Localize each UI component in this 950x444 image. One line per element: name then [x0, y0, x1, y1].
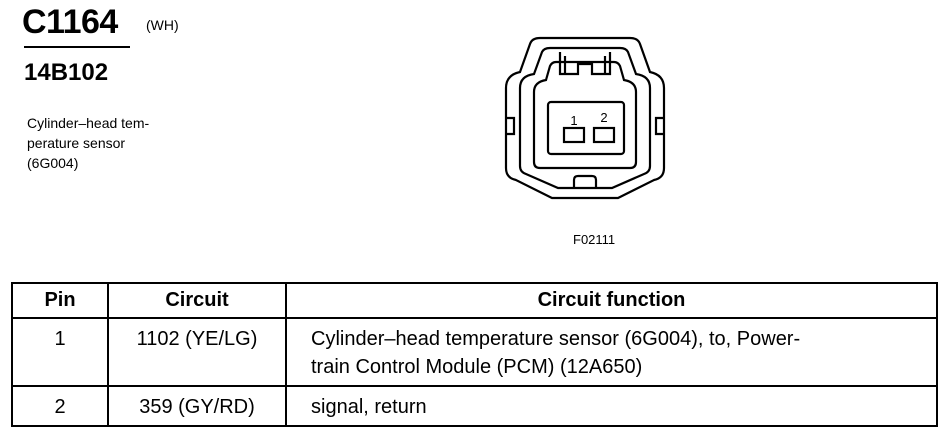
terminal-pin-2: [592, 126, 616, 144]
figure-reference: F02111: [573, 232, 616, 247]
circuit-function-line: Cylinder–head temperature sensor (6G004)…: [311, 328, 801, 350]
table-row: 2 359 (GY/RD) signal, return: [11, 385, 938, 427]
column-header-circuit-function: Circuit function: [285, 282, 938, 319]
side-rib-right: [654, 116, 664, 136]
locking-tab-top: [558, 52, 612, 76]
pin-label-2: 2: [600, 110, 607, 125]
description-line: (6G004): [27, 155, 79, 171]
column-header-pin: Pin: [11, 282, 109, 319]
connector-face-diagram: 1 2: [504, 36, 666, 200]
connector-id: C1164: [22, 3, 118, 41]
connector-outer-shell: [504, 36, 666, 200]
terminal-pin-1: [562, 126, 586, 144]
circuit-function-line: train Control Module (PCM) (12A650): [311, 356, 643, 378]
pinout-table: Pin Circuit Circuit function 1 1102 (YE/…: [11, 282, 938, 427]
circuit-function-line: signal, return: [311, 396, 427, 418]
description-line: perature sensor: [27, 135, 126, 151]
circuit-function-cell: signal, return: [285, 385, 938, 427]
column-header-circuit: Circuit: [107, 282, 287, 319]
title-rule: [24, 46, 130, 48]
connector-middle-shell: [518, 46, 652, 190]
pin-label-1: 1: [570, 113, 577, 128]
circuit-function-cell: Cylinder–head temperature sensor (6G004)…: [285, 317, 938, 387]
connector-inner-shell: [532, 60, 638, 170]
terminal-block: [546, 100, 626, 156]
side-rib-left: [506, 116, 516, 136]
polarization-key-bottom: [572, 174, 598, 188]
description-line: Cylinder–head tem-: [27, 115, 150, 131]
table-row: 1 1102 (YE/LG) Cylinder–head temperature…: [11, 317, 938, 387]
circuit-cell: 1102 (YE/LG): [107, 317, 287, 387]
pin-cell: 2: [11, 385, 109, 427]
connector-description: Cylinder–head tem- perature sensor (6G00…: [27, 113, 149, 173]
color-code: (WH): [146, 17, 179, 33]
table-header-row: Pin Circuit Circuit function: [11, 282, 938, 319]
part-number: 14B102: [24, 59, 109, 86]
pin-cell: 1: [11, 317, 109, 387]
circuit-cell: 359 (GY/RD): [107, 385, 287, 427]
